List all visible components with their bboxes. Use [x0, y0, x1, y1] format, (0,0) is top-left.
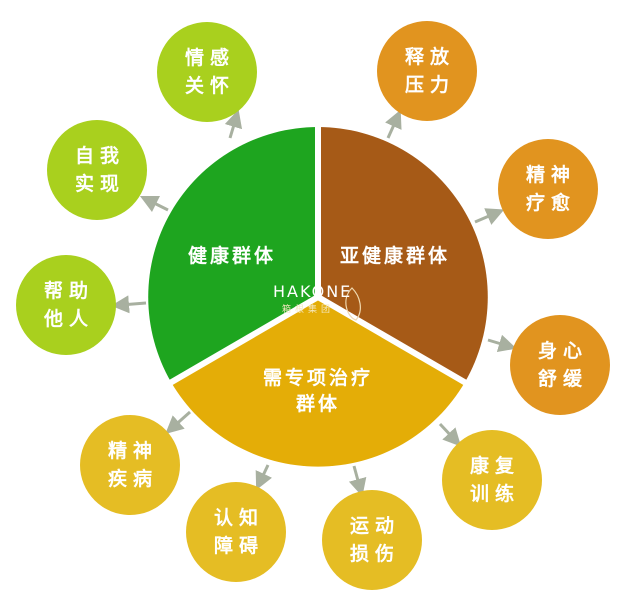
node-line: 他人 — [43, 308, 94, 330]
node-line: 关怀 — [184, 75, 235, 97]
node-helping-others: 帮助他人 — [16, 255, 116, 355]
segment-special — [171, 297, 465, 467]
node-mental-healing: 精神疗愈 — [498, 139, 598, 239]
node-line: 自我 — [74, 145, 125, 167]
segment-label-special-line2: 群体 — [295, 393, 340, 415]
node-line: 认知 — [213, 507, 264, 529]
node-line: 精神 — [525, 164, 576, 186]
logo: HAKONE — [273, 282, 353, 301]
node-line: 障碍 — [213, 535, 264, 557]
logo-flame-icon — [345, 287, 361, 321]
node-line: 帮助 — [43, 280, 94, 302]
node-line: 舒缓 — [537, 368, 588, 390]
node-mental-illness: 精神疾病 — [80, 415, 180, 515]
node-emotional-care: 情感关怀 — [157, 22, 257, 122]
node-line: 疗愈 — [525, 192, 576, 214]
node-line: 释放 — [404, 46, 455, 68]
node-line: 身心 — [537, 340, 588, 362]
segment-label-special: 需专项治疗 群体 — [258, 365, 378, 417]
node-line: 实现 — [74, 173, 125, 195]
node-line: 损伤 — [349, 543, 400, 565]
node-line: 压力 — [404, 74, 455, 96]
logo-subtitle: 箱根集团 — [282, 305, 335, 315]
node-sports-injury: 运动损伤 — [322, 490, 422, 590]
node-rehab-training: 康复训练 — [442, 430, 542, 530]
node-line: 情感 — [184, 47, 235, 69]
node-body-mind-relax: 身心舒缓 — [510, 315, 610, 415]
node-stress-relief: 释放压力 — [377, 21, 477, 121]
segment-label-healthy: 健康群体 — [188, 245, 277, 267]
node-line: 训练 — [469, 483, 520, 505]
node-cognitive-disorder: 认知障碍 — [186, 482, 286, 582]
node-line: 精神 — [107, 440, 158, 462]
node-self-realization: 自我实现 — [47, 120, 147, 220]
arrows — [111, 109, 517, 497]
node-line: 疾病 — [107, 468, 158, 490]
node-line: 运动 — [349, 515, 400, 537]
segment-label-subhealthy: 亚健康群体 — [340, 245, 451, 267]
segment-label-special-line1: 需专项治疗 — [262, 367, 373, 389]
node-line: 康复 — [469, 455, 520, 477]
